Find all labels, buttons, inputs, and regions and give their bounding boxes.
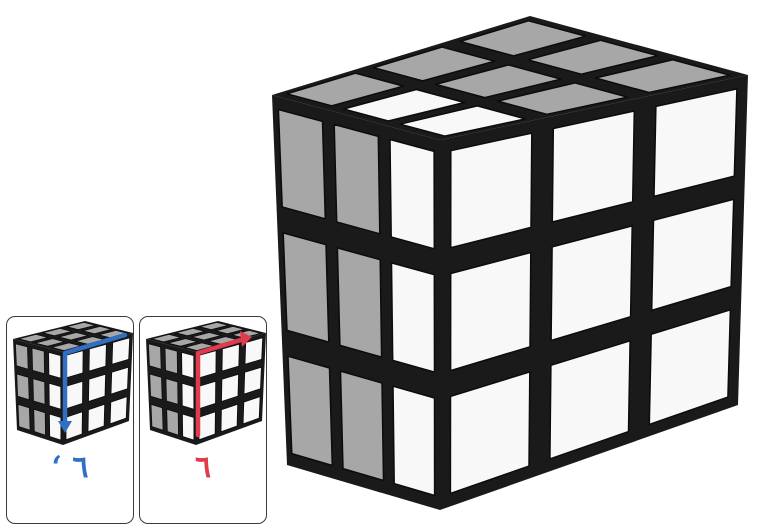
mini-front-sticker [182, 414, 194, 440]
mini-front-sticker [165, 348, 178, 374]
mini-front-sticker [17, 374, 30, 400]
main-front-sticker [341, 371, 384, 480]
mini-front-sticker [32, 348, 45, 374]
main-right-sticker [451, 133, 532, 248]
main-front-sticker [288, 356, 332, 465]
mini-right-sticker [66, 351, 83, 378]
mini-front-sticker [148, 344, 161, 370]
mini-front-sticker [182, 352, 194, 378]
main-front-sticker [334, 125, 380, 234]
mini-front-sticker [167, 409, 179, 435]
mini-front-sticker [34, 409, 46, 435]
move-label-left: ‘ ٦ [7, 453, 133, 483]
main-front-sticker [283, 233, 329, 342]
mini-front-sticker [49, 414, 61, 440]
mini-right-sticker [89, 344, 106, 371]
mini-right-sticker [222, 344, 239, 371]
mini-front-sticker [182, 383, 194, 409]
main-front-sticker [392, 263, 435, 372]
move-card-counterclockwise: ‘ ٦ [6, 316, 134, 524]
mini-front-sticker [166, 379, 178, 405]
mini-cube-left [7, 317, 134, 524]
mini-front-sticker [15, 344, 28, 370]
main-front-sticker [390, 140, 434, 249]
move-card-clockwise: ٦ [139, 316, 267, 524]
main-front-sticker [278, 110, 325, 219]
mini-front-sticker [33, 379, 45, 405]
move-label-right: ٦ [140, 453, 266, 483]
mini-front-sticker [150, 374, 163, 400]
main-cube [258, 0, 758, 529]
mini-front-sticker [151, 404, 163, 430]
mini-front-sticker [49, 383, 61, 409]
mini-cube-right [140, 317, 267, 524]
main-front-sticker [337, 248, 381, 357]
mini-front-sticker [49, 352, 61, 378]
mini-right-sticker [199, 351, 216, 378]
main-front-sticker [393, 386, 435, 495]
mini-front-sticker [18, 404, 30, 430]
